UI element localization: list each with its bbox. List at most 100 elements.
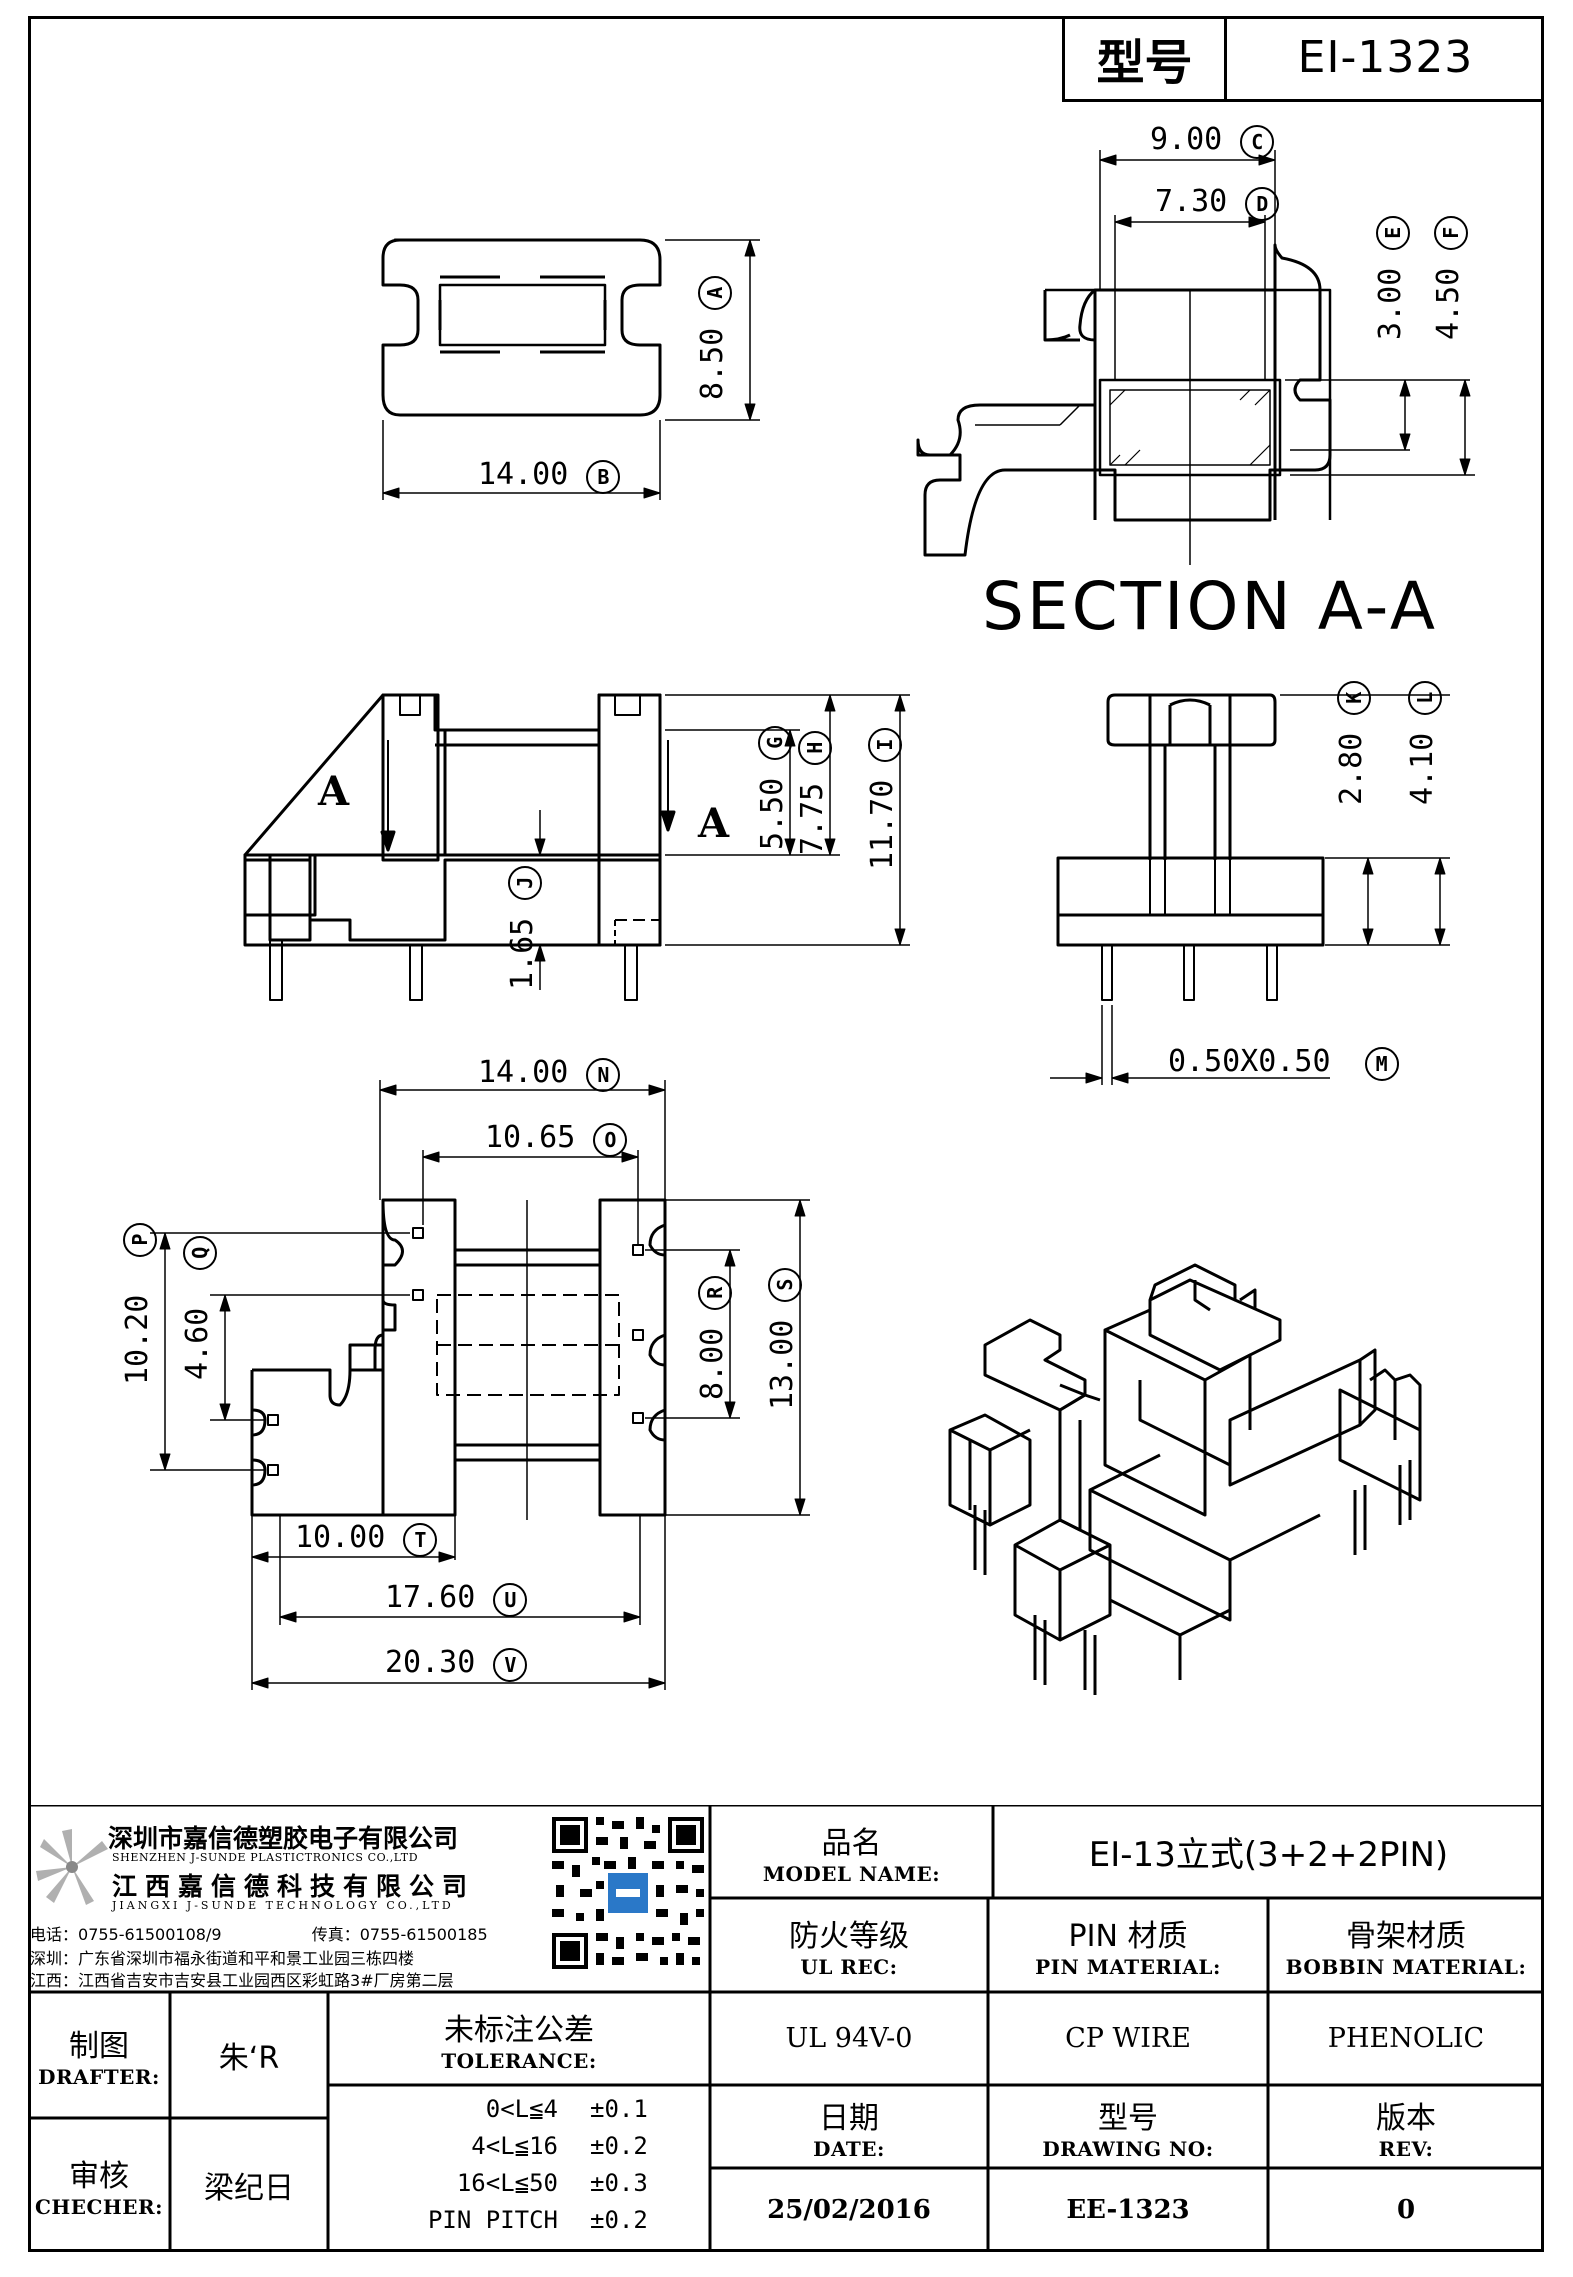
dim-a-value: 8.50 <box>695 327 730 400</box>
pin-material-label: PIN 材质 PIN MATERIAL: <box>988 1898 1268 1992</box>
tolerance-list: 0<L≦4 ±0.1 4<L≦16 ±0.2 16<L≦50 ±0.3 PIN … <box>328 2085 710 2252</box>
company-name-en-2: JIANGXI J-SUNDE TECHNOLOGY CO.,LTD <box>112 1899 454 1912</box>
phone-value: 0755-61500108/9 <box>78 1925 222 1944</box>
tolerance-en: TOLERANCE: <box>441 2048 597 2073</box>
dim-f-mark: F <box>1434 215 1468 250</box>
dim-q-mark: Q <box>183 1235 217 1270</box>
dim-q-value: 4.60 <box>180 1307 215 1380</box>
drawing-frame <box>28 16 1544 2252</box>
dim-t-label: 10.00 T <box>295 1520 438 1557</box>
model-name-cell: EI-13立式(3+2+2PIN) <box>993 1805 1544 1898</box>
dim-d-value: 7.30 <box>1155 184 1228 219</box>
ul-label: 防火等级 UL REC: <box>710 1898 988 1992</box>
addr-sz-label: 深圳： <box>30 1949 79 1968</box>
dim-d-mark: D <box>1245 187 1280 221</box>
bobbin-material-cn: 骨架材质 <box>1346 1919 1466 1954</box>
dim-e-mark: E <box>1376 215 1410 250</box>
drafter-label: 制图 DRAFTER: <box>28 1992 170 2118</box>
dim-b-mark: B <box>586 460 621 494</box>
date-value-cell: 25/02/2016 <box>710 2168 988 2252</box>
dim-s-value: 13.00 <box>765 1319 800 1410</box>
tolerance-range-4: PIN PITCH <box>427 2206 558 2234</box>
ul-cn: 防火等级 <box>789 1919 909 1954</box>
dim-l-mark: L <box>1408 680 1442 715</box>
section-title: SECTION A-A <box>982 568 1438 645</box>
tolerance-cn: 未标注公差 <box>444 2012 594 2048</box>
dim-h-mark: H <box>798 730 832 765</box>
title-block-table: 深圳市嘉信德塑胶电子有限公司 SHENZHEN J-SUNDE PLASTICT… <box>28 1805 1544 2252</box>
dim-r-label: 8.00 R <box>695 1275 732 1400</box>
bobbin-material-en: BOBBIN MATERIAL: <box>1285 1955 1527 1979</box>
model-name-value: EI-13立式(3+2+2PIN) <box>1088 1835 1449 1875</box>
dim-d-label: 7.30 D <box>1155 184 1280 221</box>
tolerance-value-1: ±0.1 <box>590 2095 648 2123</box>
dim-g-value: 5.50 <box>755 777 790 850</box>
section-view <box>916 150 1475 565</box>
dim-o-value: 10.65 <box>485 1120 576 1155</box>
dim-t-value: 10.00 <box>295 1520 386 1555</box>
title-label: 型号 <box>1065 16 1227 99</box>
bobbin-material-value: PHENOLIC <box>1327 2023 1485 2054</box>
dim-k-mark: K <box>1337 680 1371 715</box>
date-cn: 日期 <box>819 2100 879 2136</box>
pin-material-value-cell: CP WIRE <box>988 1992 1268 2085</box>
dim-j-label: 1.65 J <box>505 865 542 990</box>
rev-en: REV: <box>1378 2136 1434 2161</box>
model-name-label: 品名 MODEL NAME: <box>710 1805 993 1898</box>
checker-label: 审核 CHECHER: <box>28 2118 170 2252</box>
drawing-no-cn: 型号 <box>1098 2100 1158 2136</box>
bobbin-material-value-cell: PHENOLIC <box>1268 1992 1544 2085</box>
title-model-number: EI-1323 <box>1297 32 1474 83</box>
tolerance-value-2: ±0.2 <box>590 2132 648 2160</box>
ul-value: UL 94V-0 <box>785 2023 913 2054</box>
dim-p-mark: P <box>123 1222 157 1257</box>
dim-u-value: 17.60 <box>385 1580 476 1615</box>
dim-n-mark: N <box>586 1058 621 1092</box>
date-en: DATE: <box>813 2136 885 2161</box>
drawing-no-label: 型号 DRAWING NO: <box>988 2085 1268 2168</box>
rev-value: 0 <box>1396 2195 1416 2225</box>
dim-i-value: 11.70 <box>865 779 900 870</box>
company-logo-icon <box>36 1829 108 1905</box>
dim-u-label: 17.60 U <box>385 1580 528 1617</box>
dim-h-value: 7.75 <box>795 782 830 855</box>
tolerance-range-2: 4<L≦16 <box>471 2132 558 2160</box>
dim-o-label: 10.65 O <box>485 1120 628 1157</box>
side-view <box>1050 693 1450 1085</box>
fax-label: 传真： <box>311 1925 360 1944</box>
dim-f-value: 4.50 <box>1431 267 1466 340</box>
addr-jx-label: 江西： <box>30 1971 79 1990</box>
checker-cn: 审核 <box>69 2159 129 2194</box>
drawing-no-value: EE-1323 <box>1066 2195 1190 2225</box>
bobbin-material-label: 骨架材质 BOBBIN MATERIAL: <box>1268 1898 1544 1992</box>
dim-p-label: 10.20 P <box>120 1222 157 1385</box>
pin-material-en: PIN MATERIAL: <box>1035 1955 1221 1979</box>
rev-value-cell: 0 <box>1268 2168 1544 2252</box>
dim-s-mark: S <box>768 1267 802 1302</box>
dim-g-label: 5.50 G <box>755 725 792 850</box>
dim-i-label: 11.70 I <box>865 727 902 870</box>
dim-o-mark: O <box>593 1123 628 1157</box>
dim-c-value: 9.00 <box>1150 122 1223 157</box>
pin-material-value: CP WIRE <box>1065 2023 1191 2054</box>
drawing-no-value-cell: EE-1323 <box>988 2168 1268 2252</box>
pin-material-cn: PIN 材质 <box>1068 1919 1188 1954</box>
date-label: 日期 DATE: <box>710 2085 988 2168</box>
section-arrow-right: A <box>698 800 730 847</box>
dim-a-mark: A <box>698 275 732 310</box>
title-block-grid <box>28 1805 1544 2252</box>
company-name-en-1: SHENZHEN J-SUNDE PLASTICTRONICS CO.,LTD <box>112 1851 419 1864</box>
dim-q-label: 4.60 Q <box>180 1235 217 1380</box>
checker-value-cell: 梁纪日 <box>170 2118 328 2252</box>
company-address-sz: 深圳：广东省深圳市福永街道和平和景工业园三栋四楼 <box>30 1945 414 1969</box>
phone-label: 电话： <box>30 1925 79 1944</box>
drawing-no-en: DRAWING NO: <box>1042 2136 1214 2161</box>
dim-i-mark: I <box>868 727 902 762</box>
dim-v-mark: V <box>493 1648 528 1682</box>
dim-b-value: 14.00 <box>478 457 569 492</box>
dim-v-label: 20.30 V <box>385 1645 528 1682</box>
dim-j-value: 1.65 <box>505 917 540 990</box>
dim-r-mark: R <box>698 1275 732 1310</box>
tolerance-label: 未标注公差 TOLERANCE: <box>328 1992 710 2085</box>
checker-en: CHECHER: <box>34 2195 164 2219</box>
